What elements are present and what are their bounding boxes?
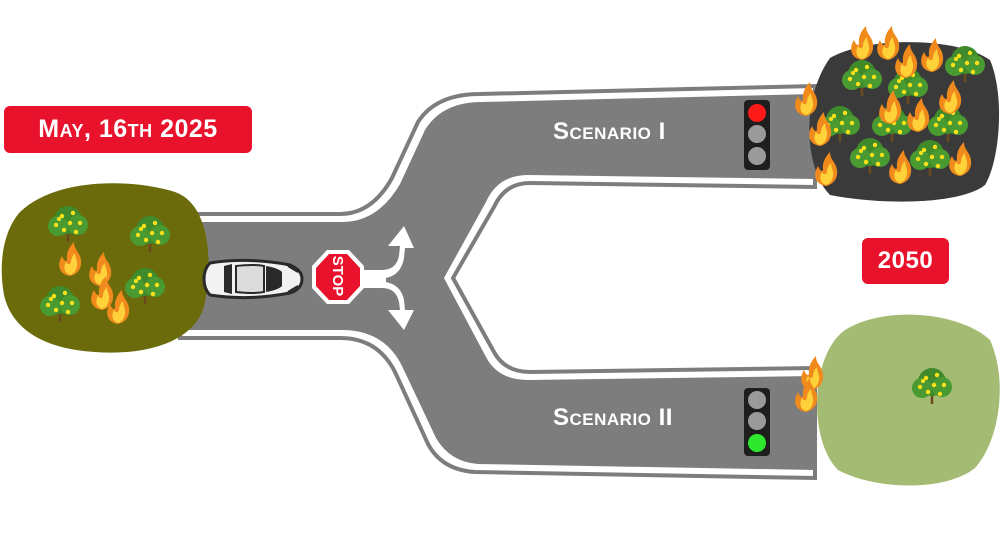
stop-sign-text: STOP bbox=[329, 255, 347, 297]
fire-icon bbox=[851, 26, 874, 60]
fire-icon bbox=[801, 356, 824, 390]
car-icon bbox=[202, 258, 304, 300]
traffic-light-icon bbox=[744, 388, 770, 456]
stop-sign-icon bbox=[312, 250, 364, 304]
scenario-1-label: Scenario I bbox=[553, 118, 666, 145]
present-forest bbox=[1, 183, 209, 353]
traffic-light-icon bbox=[744, 100, 770, 170]
scenario-1-forest bbox=[795, 26, 1000, 202]
date-badge: May, 16th 2025 bbox=[4, 106, 252, 153]
scenario-2-forest bbox=[795, 314, 1000, 486]
year-badge: 2050 bbox=[862, 238, 949, 284]
scenario-2-label: Scenario II bbox=[553, 404, 673, 431]
fork-arrow-icon bbox=[364, 226, 414, 330]
fire-icon bbox=[877, 26, 900, 60]
